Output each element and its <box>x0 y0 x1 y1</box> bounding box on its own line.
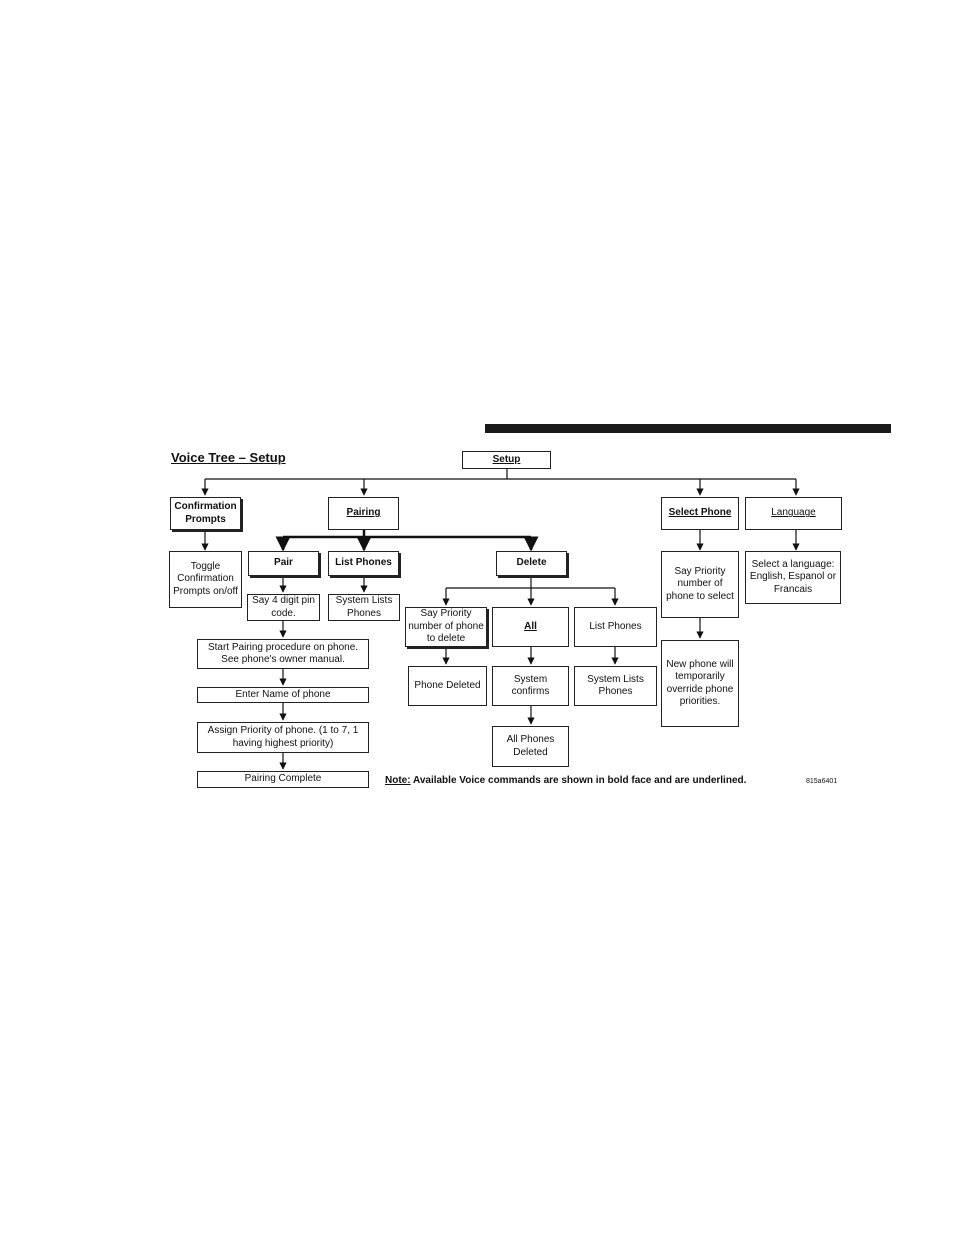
select-language-node: Select a language: English, Espanol or F… <box>745 551 841 604</box>
phone-deleted-node: Phone Deleted <box>408 666 487 706</box>
pairing-complete-node: Pairing Complete <box>197 771 369 788</box>
system-lists-phones-delete-node: System Lists Phones <box>574 666 657 706</box>
enter-name-node: Enter Name of phone <box>197 687 369 703</box>
list-phones-node: List Phones <box>328 551 399 576</box>
select-phone-node: Select Phone <box>661 497 739 530</box>
start-pairing-node: Start Pairing procedure on phone. See ph… <box>197 639 369 669</box>
assign-priority-node: Assign Priority of phone. (1 to 7, 1 hav… <box>197 722 369 753</box>
say-priority-select-node: Say Priority number of phone to select <box>661 551 739 618</box>
toggle-confirmation-node: Toggle Confirmation Prompts on/off <box>169 551 242 608</box>
legend-note: Note: Available Voice commands are shown… <box>385 775 747 786</box>
setup-node: Setup <box>462 451 551 469</box>
new-phone-override-node: New phone will temporarily override phon… <box>661 640 739 727</box>
pairing-node: Pairing <box>328 497 399 530</box>
say-pin-node: Say 4 digit pin code. <box>247 594 320 621</box>
pair-node: Pair <box>248 551 319 576</box>
delete-node: Delete <box>496 551 567 576</box>
diagram-title: Voice Tree – Setup <box>171 450 286 465</box>
all-phones-deleted-node: All Phones Deleted <box>492 726 569 767</box>
figure-code: 815a6401 <box>806 778 838 785</box>
system-confirms-node: System confirms <box>492 666 569 706</box>
system-lists-phones-node: System Lists Phones <box>328 594 400 621</box>
header-rule <box>485 424 891 433</box>
say-priority-delete-node: Say Priority number of phone to delete <box>405 607 487 647</box>
all-node: All <box>492 607 569 647</box>
confirmation-prompts-node: Confirmation Prompts <box>170 497 241 530</box>
list-phones-delete-node: List Phones <box>574 607 657 647</box>
language-node: Language <box>745 497 842 530</box>
